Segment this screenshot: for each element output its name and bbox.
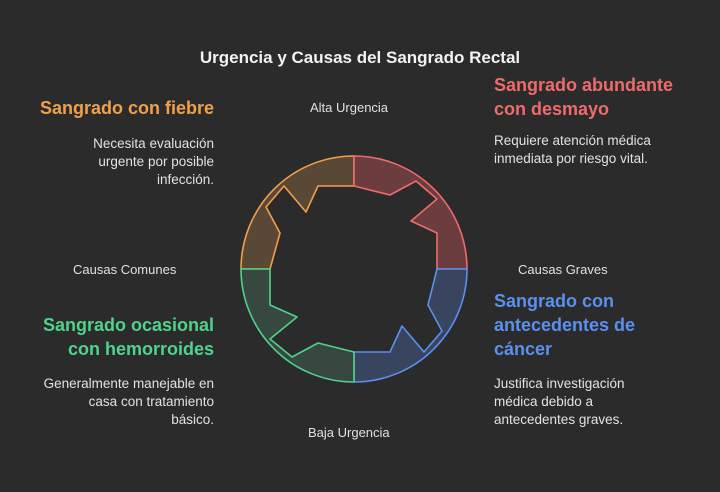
quadrant-bottom-left-title: Sangrado ocasional con hemorroides [43,313,214,361]
page-title: Urgencia y Causas del Sangrado Rectal [199,48,521,67]
title-line: con hemorroides [67,339,214,359]
desc-line: Requiere atención médica [494,133,651,148]
title-line: antecedentes de [494,315,636,335]
title-line: cáncer [494,339,553,359]
axis-label-top: Alta Urgencia [310,100,389,115]
desc-line: urgente por posible [98,154,214,169]
title-line: Sangrado con [494,291,615,311]
desc-line: Generalmente manejable en [43,376,214,391]
desc-line: Justifica investigación [494,376,625,391]
title-line: Sangrado ocasional [42,315,214,335]
segment-top-right-arrow [353,155,468,270]
title-line: Sangrado abundante [494,75,674,95]
segment-bottom-left-arrow [240,268,355,383]
segment-bottom-right-arrow [353,268,468,383]
desc-line: inmediata por riesgo vital. [494,151,648,166]
quadrant-bottom-right-desc: Justifica investigación médica debido a … [494,375,625,429]
desc-line: casa con tratamiento [88,394,214,409]
title-line: con desmayo [494,99,610,119]
desc-line: infección. [156,172,214,187]
desc-line: antecedentes graves. [494,412,624,427]
desc-line: básico. [171,412,214,427]
quadrant-bottom-right-title: Sangrado con antecedentes de cáncer [494,289,635,361]
axis-label-bottom: Baja Urgencia [308,425,390,440]
quadrant-top-left-title: Sangrado con fiebre [39,98,214,118]
desc-line: médica debido a [494,394,594,409]
quadrant-top-left-desc: Necesita evaluación urgente por posible … [93,135,214,189]
segment-top-left-arrow [240,155,355,270]
axis-label-right: Causas Graves [518,262,608,277]
quadrant-bottom-left-desc: Generalmente manejable en casa con trata… [44,375,214,429]
desc-line: Necesita evaluación [93,136,214,151]
axis-label-left: Causas Comunes [73,262,177,277]
quadrant-top-right-desc: Requiere atención médica inmediata por r… [494,132,651,168]
quadrant-top-right-title: Sangrado abundante con desmayo [494,73,673,121]
